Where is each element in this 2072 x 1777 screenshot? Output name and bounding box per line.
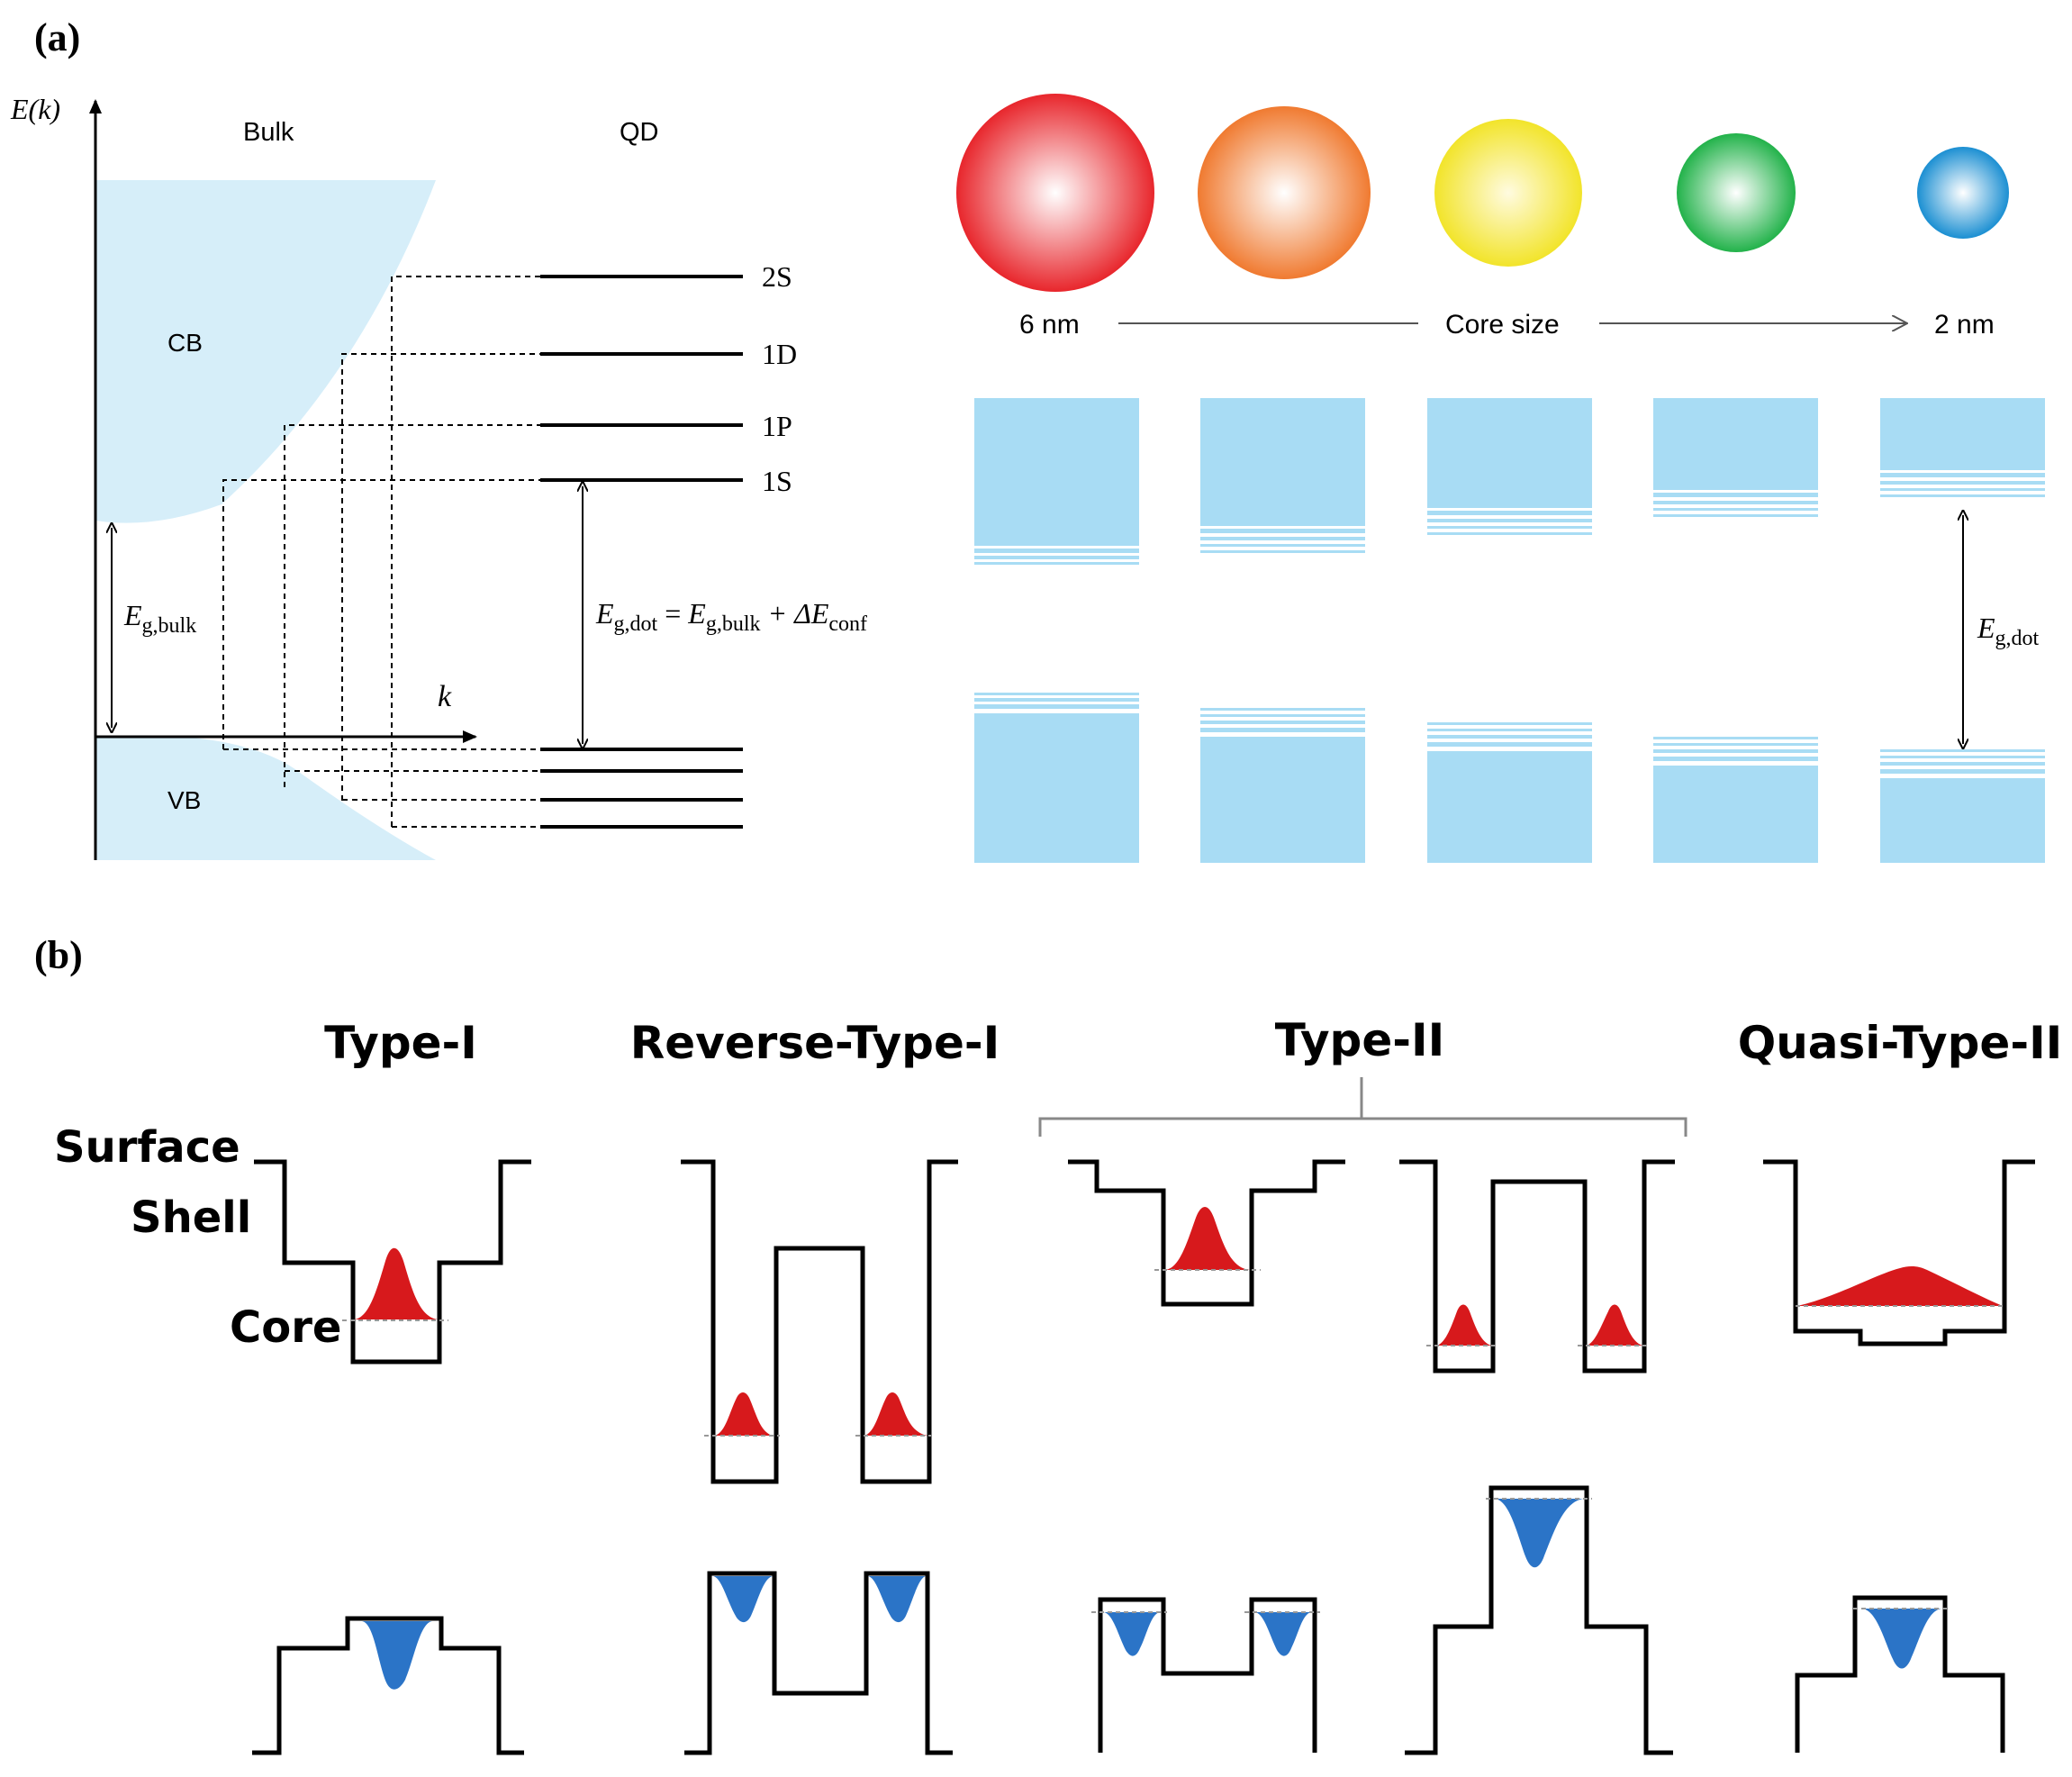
panel-a-label: (a) xyxy=(34,15,80,59)
qd-label: QD xyxy=(620,118,659,147)
eg-dot-label: Eg,dot xyxy=(1977,612,2040,650)
reverse-type-i-valence-profile xyxy=(684,1571,953,1755)
level-1p-label: 1P xyxy=(762,410,792,442)
reverse-type-i-conduction-profile xyxy=(681,1159,958,1484)
sphere-3nm xyxy=(1677,133,1796,252)
size-2nm-label: 2 nm xyxy=(1934,310,1995,340)
type-ii-bracket xyxy=(1038,1077,1687,1137)
band-column-5 xyxy=(1880,398,2045,863)
quasi-type-ii-valence-profile xyxy=(1795,1595,2005,1753)
level-2s-label: 2S xyxy=(762,260,792,293)
core-label: Core xyxy=(230,1302,341,1353)
band-column-1 xyxy=(974,398,1139,863)
sphere-2nm xyxy=(1917,147,2009,239)
type-i-conduction-profile xyxy=(254,1159,531,1364)
qd-conduction-levels xyxy=(540,275,743,482)
conduction-band xyxy=(95,180,436,523)
bulk-label: Bulk xyxy=(243,118,294,147)
k-axis-label: k xyxy=(438,680,452,713)
type-i-valence-profile xyxy=(252,1616,524,1755)
size-6nm-label: 6 nm xyxy=(1019,310,1080,340)
vb-label: VB xyxy=(167,786,201,814)
type-i-title: Type-I xyxy=(324,1017,477,1069)
quasi-type-ii-conduction-profile xyxy=(1763,1159,2035,1346)
core-size-label: Core size xyxy=(1445,310,1560,340)
band-column-2 xyxy=(1200,398,1365,863)
type-ii-a-conduction-profile xyxy=(1068,1159,1345,1307)
band-column-3 xyxy=(1427,398,1592,863)
sphere-5nm xyxy=(1198,106,1371,279)
eg-dot-equation: Eg,dot = Eg,bulk + ΔEconf xyxy=(595,597,867,636)
reverse-type-i-title: Reverse-Type-I xyxy=(630,1017,1000,1069)
level-1d-label: 1D xyxy=(762,338,797,370)
type-ii-a-valence-profile xyxy=(1091,1597,1320,1753)
surface-label: Surface xyxy=(54,1122,240,1173)
sphere-4nm xyxy=(1434,119,1582,267)
band-column-4 xyxy=(1653,398,1818,863)
cb-label: CB xyxy=(167,329,203,357)
quasi-type-ii-title: Quasi-Type-II xyxy=(1738,1017,2063,1069)
type-ii-b-conduction-profile xyxy=(1399,1159,1675,1374)
qd-valence-levels xyxy=(540,748,743,829)
shell-label: Shell xyxy=(131,1192,251,1243)
panel-b-label: (b) xyxy=(34,933,83,977)
valence-band xyxy=(95,735,436,860)
sphere-6nm xyxy=(956,94,1154,292)
eg-bulk-label: Eg,bulk xyxy=(123,599,196,638)
type-ii-b-valence-profile xyxy=(1405,1485,1673,1755)
type-ii-title: Type-II xyxy=(1275,1014,1444,1066)
energy-axis-label: E(k) xyxy=(10,93,60,125)
projection-lines xyxy=(222,276,540,828)
level-1s-label: 1S xyxy=(762,465,792,497)
